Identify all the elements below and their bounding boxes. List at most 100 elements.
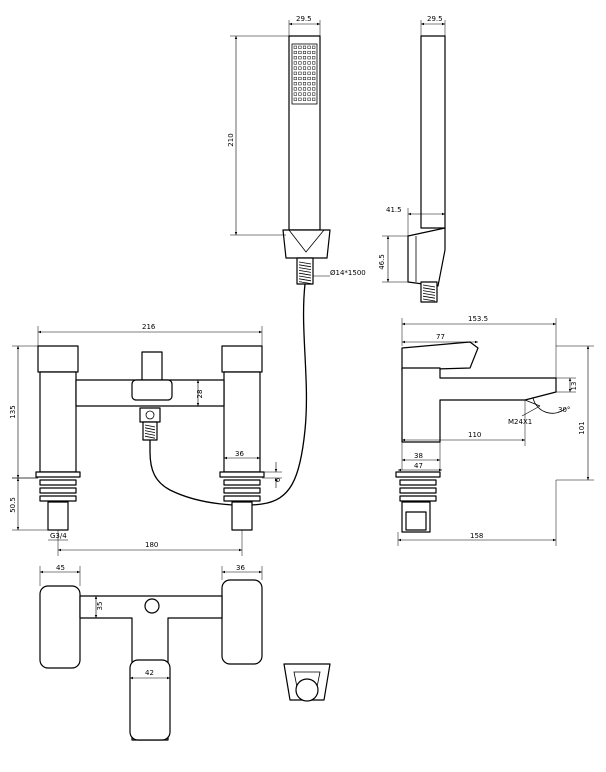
spray-nozzle: [298, 71, 302, 75]
spray-nozzle: [312, 87, 316, 91]
leader-aerator: [521, 405, 541, 417]
dim-flange-thickness: 6: [274, 477, 282, 482]
spray-nozzle: [298, 97, 302, 101]
flange-ring: [223, 495, 261, 502]
side-leg-inner: [405, 511, 427, 531]
spray-nozzle: [298, 66, 302, 70]
dim-handset-front-width: 29.5: [296, 15, 312, 23]
plan-right-handle: [221, 579, 263, 665]
spray-face-icon: [293, 45, 316, 101]
right-pillar: [223, 371, 261, 473]
connector-ring: [298, 281, 312, 284]
hose-outlet-rings: [144, 424, 156, 439]
flange-ring: [39, 487, 77, 494]
connector-ring: [144, 433, 156, 436]
spray-nozzle: [293, 97, 297, 101]
handset-spray-plate: [291, 43, 318, 105]
spray-nozzle: [302, 97, 307, 101]
dim-spout-top: 77: [436, 333, 445, 341]
plan-spout: [129, 659, 171, 741]
spray-nozzle: [293, 82, 297, 86]
spray-nozzle: [302, 66, 307, 70]
front-elevation: 216 135 50.5 28 36 6 180 G3/4: [9, 323, 282, 556]
spray-nozzle: [307, 76, 311, 81]
spray-nozzle: [293, 50, 297, 55]
spray-nozzle: [312, 82, 316, 86]
spray-nozzle: [298, 82, 302, 86]
right-handle: [221, 345, 263, 373]
spray-nozzle: [312, 61, 316, 65]
connector-ring: [298, 264, 312, 268]
spray-nozzle: [302, 56, 307, 60]
connector-ring: [422, 295, 436, 299]
spray-nozzle: [307, 45, 311, 49]
connector-ring: [422, 284, 436, 288]
spray-nozzle: [307, 61, 311, 65]
spray-nozzle: [298, 87, 302, 91]
connector-ring: [144, 435, 156, 439]
flange-ring: [395, 471, 441, 478]
spray-nozzle: [307, 66, 311, 70]
spray-nozzle: [302, 92, 307, 96]
flange-ring: [39, 495, 77, 502]
flange-ring: [223, 487, 261, 494]
handset-body: [288, 35, 321, 231]
connector-ring: [422, 290, 436, 293]
flange-ring: [399, 487, 437, 494]
side-flange-stack: [395, 471, 441, 502]
spray-nozzle: [302, 76, 307, 81]
spray-nozzle: [293, 66, 297, 70]
dim-plan-depth: 35: [96, 602, 104, 611]
flange-ring: [39, 479, 77, 486]
spray-nozzle: [293, 61, 297, 65]
handset-front-view: 29.5 210 Ø14*1500: [227, 15, 366, 285]
dim-handset-side-width: 29.5: [427, 15, 443, 23]
left-handle: [37, 345, 79, 373]
spray-nozzle: [298, 61, 302, 65]
connector-ring: [298, 267, 312, 270]
spray-nozzle: [293, 76, 297, 81]
connector-ring: [298, 270, 312, 273]
connector-ring: [298, 261, 312, 265]
dim-total-height: 101: [578, 421, 586, 434]
spray-nozzle: [307, 50, 311, 55]
side-bracket: [407, 227, 446, 287]
spray-nozzle: [312, 76, 316, 81]
spray-nozzle: [307, 71, 311, 75]
dim-leg-height: 50.5: [9, 497, 17, 513]
dim-aerator-thread: M24X1: [508, 418, 532, 426]
spray-nozzle: [293, 45, 297, 49]
dim-side-holder-height: 46.5: [378, 254, 386, 270]
spray-nozzle: [302, 61, 307, 65]
spray-nozzle: [298, 92, 302, 96]
flange-ring: [223, 479, 261, 486]
spout-angle-arc: [532, 397, 567, 414]
spray-nozzle: [293, 56, 297, 60]
wall-bracket-icon: [283, 663, 331, 702]
dim-spout-height: 13: [570, 382, 578, 391]
spray-nozzle: [293, 87, 297, 91]
dim-thread: G3/4: [50, 532, 67, 540]
spray-nozzle: [302, 71, 307, 75]
spray-nozzle: [307, 97, 311, 101]
spray-nozzle: [312, 92, 316, 96]
connector-ring: [298, 278, 312, 282]
dim-hose-spec: Ø14*1500: [330, 269, 366, 277]
spray-nozzle: [312, 97, 316, 101]
spray-nozzle: [307, 87, 311, 91]
dim-handle-width: 36: [235, 450, 244, 458]
spray-nozzle: [302, 50, 307, 55]
flange-ring: [399, 479, 437, 486]
handset-holder: [282, 229, 331, 259]
spray-nozzle: [307, 82, 311, 86]
dim-side-body-width: 38: [414, 452, 423, 460]
spray-nozzle: [312, 50, 316, 55]
connector-ring: [144, 427, 156, 431]
hose-outlet-nut: [145, 410, 155, 420]
connector-ring: [298, 275, 312, 279]
flange-ring: [219, 471, 265, 478]
plan-left-handle: [39, 585, 81, 669]
connector-ring: [422, 293, 436, 296]
dim-overall-width: 216: [142, 323, 156, 331]
right-leg: [231, 501, 253, 531]
